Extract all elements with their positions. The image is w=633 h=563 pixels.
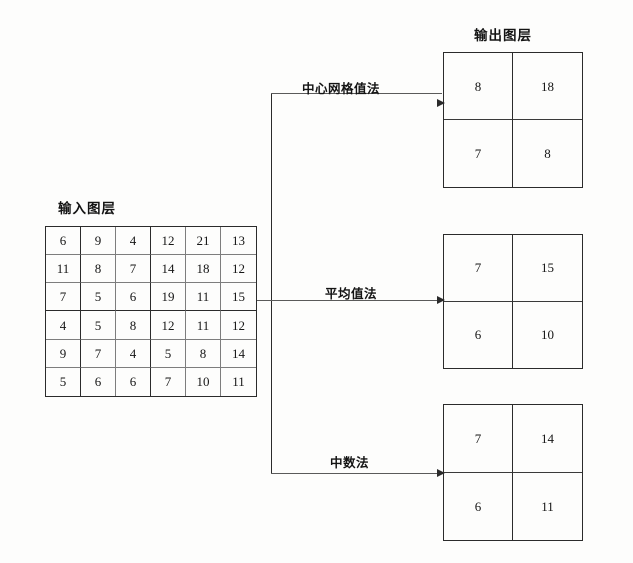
input-cell: 5 [81,311,116,340]
output-layer-grid-center-grid: 8 18 7 8 [443,52,583,188]
input-cell: 5 [46,367,81,396]
input-cell: 11 [232,374,245,390]
output-cell: 8 [444,53,513,120]
output-cell: 8 [544,146,551,161]
arrow-head-icon [437,98,445,107]
input-cell: 18 [186,255,221,284]
input-cell: 7 [151,367,186,396]
connector-trunk-line [271,93,272,473]
output-cell: 14 [513,405,582,473]
input-cell: 14 [221,340,256,368]
input-cell: 7 [46,283,81,312]
method-label-median: 中数法 [330,455,370,470]
output-cell: 10 [541,327,554,343]
output-layer-title: 输出图层 [474,28,532,44]
input-cell: 11 [186,283,221,312]
input-cell: 12 [221,255,256,284]
input-cell: 9 [81,227,116,256]
input-cell: 13 [221,227,256,256]
input-cell: 10 [186,367,221,396]
input-layer-title: 输入图层 [58,201,116,217]
input-cell: 6 [46,227,81,256]
input-cell: 8 [81,255,116,284]
input-cell: 14 [151,255,186,284]
output-cell: 11 [541,498,554,514]
input-cell: 15 [221,283,256,312]
method-label-average: 平均值法 [325,286,378,301]
input-cell: 11 [186,311,221,340]
input-cell: 9 [46,339,81,368]
connector-branch-line-bottom [271,473,442,474]
output-cell: 6 [444,301,513,368]
input-cell: 19 [151,283,186,312]
input-cell: 6 [81,367,116,396]
output-layer-grid-median: 7 14 6 11 [443,404,583,541]
arrow-head-icon [437,468,445,477]
input-cell: 12 [151,311,186,340]
input-cell: 11 [46,255,81,284]
output-cell: 7 [444,120,513,187]
input-cell: 21 [186,227,221,256]
input-cell: 8 [186,339,221,368]
input-cell: 4 [116,339,151,368]
input-cell: 4 [116,227,151,256]
input-cell: 7 [81,339,116,368]
output-cell: 6 [444,472,513,540]
input-cell: 5 [151,339,186,368]
connector-branch-line-middle [257,300,442,301]
output-cell: 7 [444,405,513,473]
connector-branch-line-top [271,93,442,94]
output-layer-grid-average: 7 15 6 10 [443,234,583,369]
input-cell: 5 [81,283,116,312]
input-cell: 6 [116,283,151,312]
input-cell: 12 [221,311,256,340]
input-layer-grid: 6 9 4 12 21 13 11 8 7 14 18 12 7 5 6 19 … [45,226,257,397]
output-cell: 15 [513,235,582,302]
method-label-center-grid: 中心网格值法 [302,81,381,96]
input-cell: 7 [116,255,151,284]
input-cell: 6 [116,367,151,396]
output-cell: 18 [513,53,582,120]
output-cell: 7 [444,235,513,302]
input-cell: 12 [151,227,186,256]
input-cell: 8 [116,311,151,340]
arrow-head-icon [437,295,445,304]
input-cell: 4 [46,311,81,340]
